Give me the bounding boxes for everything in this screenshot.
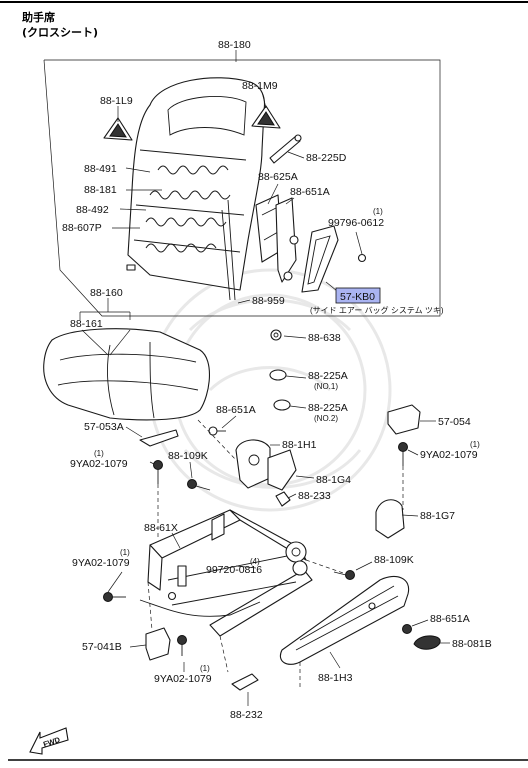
- seatback-frame-box: [43, 59, 441, 317]
- label-no2: (NO.2): [314, 414, 338, 423]
- label-88-61x[interactable]: 88-61X: [144, 522, 178, 534]
- label-88-638[interactable]: 88-638: [308, 332, 341, 344]
- label-99720-qty: (4): [250, 557, 260, 566]
- bolt-9ya02-1079-left[interactable]: [153, 460, 163, 485]
- label-88-492[interactable]: 88-492: [76, 204, 109, 216]
- label-88-607p[interactable]: 88-607P: [62, 222, 102, 234]
- cover-88-1g4[interactable]: [267, 449, 297, 491]
- bolt-9ya02-1079-bot[interactable]: [177, 635, 187, 657]
- screw-99720-0816[interactable]: [167, 591, 177, 601]
- label-9ya02-1079-mid[interactable]: 9YA02-1079: [72, 557, 130, 569]
- cover-88-1g7[interactable]: [375, 499, 405, 539]
- guide-88-1m9[interactable]: [251, 105, 281, 129]
- clip-88-225a-1[interactable]: [269, 369, 287, 381]
- bolt-88-109k-bot[interactable]: [333, 570, 355, 580]
- label-88-959[interactable]: 88-959: [252, 295, 285, 307]
- label-88-232[interactable]: 88-232: [230, 709, 263, 721]
- grommet-88-638[interactable]: [270, 329, 282, 341]
- spring-88-233[interactable]: [275, 491, 291, 507]
- label-88-1h3[interactable]: 88-1H3: [318, 672, 353, 684]
- label-99796-0612[interactable]: 99796-0612: [328, 217, 384, 229]
- clip-88-225a-2[interactable]: [273, 399, 291, 411]
- bracket-88-232[interactable]: [231, 673, 259, 691]
- cover-88-651a-top[interactable]: [275, 197, 299, 283]
- bolt-9ya02-1079-mid[interactable]: [103, 592, 127, 602]
- label-9ya-mid-qty: (1): [120, 548, 130, 557]
- label-88-109k-bot[interactable]: 88-109K: [374, 554, 414, 566]
- seat-cushion-88-160[interactable]: [43, 328, 211, 421]
- label-88-225a-2[interactable]: 88-225A: [308, 402, 348, 414]
- label-88-625a[interactable]: 88-625A: [258, 171, 298, 183]
- header-subtitle: (クロスシート): [22, 26, 98, 39]
- cover-57-041b[interactable]: [145, 627, 171, 661]
- side-shield-88-1h3[interactable]: [280, 576, 410, 665]
- label-88-651a-top[interactable]: 88-651A: [290, 186, 330, 198]
- label-9ya-left-qty: (1): [94, 449, 104, 458]
- airbag-module-57-kb0[interactable]: [301, 225, 339, 293]
- label-88-081b[interactable]: 88-081B: [452, 638, 492, 650]
- knob-88-081b[interactable]: [413, 635, 441, 650]
- label-88-225a-1[interactable]: 88-225A: [308, 370, 348, 382]
- label-88-233[interactable]: 88-233: [298, 490, 331, 502]
- label-9ya02-1079-left[interactable]: 9YA02-1079: [70, 458, 128, 470]
- label-57-041b[interactable]: 57-041B: [82, 641, 122, 653]
- label-no1: (NO.1): [314, 382, 338, 391]
- label-9ya02-1079-right[interactable]: 9YA02-1079: [420, 449, 478, 461]
- cover-88-1h1[interactable]: [235, 439, 271, 489]
- label-57-kb0-highlight: [335, 287, 381, 304]
- label-9ya02-1079-bot[interactable]: 9YA02-1079: [154, 673, 212, 685]
- leader-lines: [79, 50, 450, 706]
- label-side-airbag-note: (サイド エアー バッグ システム ツキ): [310, 305, 444, 315]
- rod-88-225d[interactable]: [269, 134, 302, 164]
- label-57-053a[interactable]: 57-053A: [84, 421, 124, 433]
- label-88-1h1[interactable]: 88-1H1: [282, 439, 317, 451]
- seatback-assembly[interactable]: [126, 77, 266, 301]
- label-88-491[interactable]: 88-491: [84, 163, 117, 175]
- label-9ya-bot-qty: (1): [200, 664, 210, 673]
- forward-arrow-icon: FWD: [29, 727, 69, 755]
- guide-88-1l9[interactable]: [103, 117, 133, 141]
- label-88-109k-top[interactable]: 88-109K: [168, 450, 208, 462]
- cover-88-651a-mid[interactable]: [208, 426, 226, 436]
- label-88-1g7[interactable]: 88-1G7: [420, 510, 455, 522]
- bolt-88-109k-top[interactable]: [187, 479, 211, 491]
- label-99796-qty: (1): [373, 207, 383, 216]
- seat-adjuster-88-61x[interactable]: [139, 509, 313, 637]
- label-9ya-right-qty: (1): [470, 440, 480, 449]
- cover-57-054[interactable]: [387, 404, 421, 435]
- label-57-054[interactable]: 57-054: [438, 416, 471, 428]
- screw-99796-0612[interactable]: [357, 253, 367, 263]
- label-88-161[interactable]: 88-161: [70, 318, 103, 330]
- label-99720-0816[interactable]: 99720-0816: [206, 564, 262, 576]
- label-88-651a-mid[interactable]: 88-651A: [216, 404, 256, 416]
- label-57-kb0[interactable]: 57-KB0: [340, 291, 375, 303]
- label-88-651a-bot[interactable]: 88-651A: [430, 613, 470, 625]
- label-88-181[interactable]: 88-181: [84, 184, 117, 196]
- header-title: 助手席: [22, 10, 55, 24]
- label-88-225d[interactable]: 88-225D: [306, 152, 347, 164]
- label-88-180[interactable]: 88-180: [218, 39, 251, 51]
- dashed-lines: [147, 419, 404, 690]
- bolt-9ya02-1079-right[interactable]: [398, 442, 408, 467]
- cover-88-651a-bot[interactable]: [402, 624, 412, 634]
- label-88-160[interactable]: 88-160: [90, 287, 123, 299]
- label-88-1m9[interactable]: 88-1M9: [242, 80, 278, 92]
- label-88-1g4[interactable]: 88-1G4: [316, 474, 351, 486]
- label-88-1l9[interactable]: 88-1L9: [100, 95, 133, 107]
- clip-57-053a[interactable]: [139, 429, 179, 447]
